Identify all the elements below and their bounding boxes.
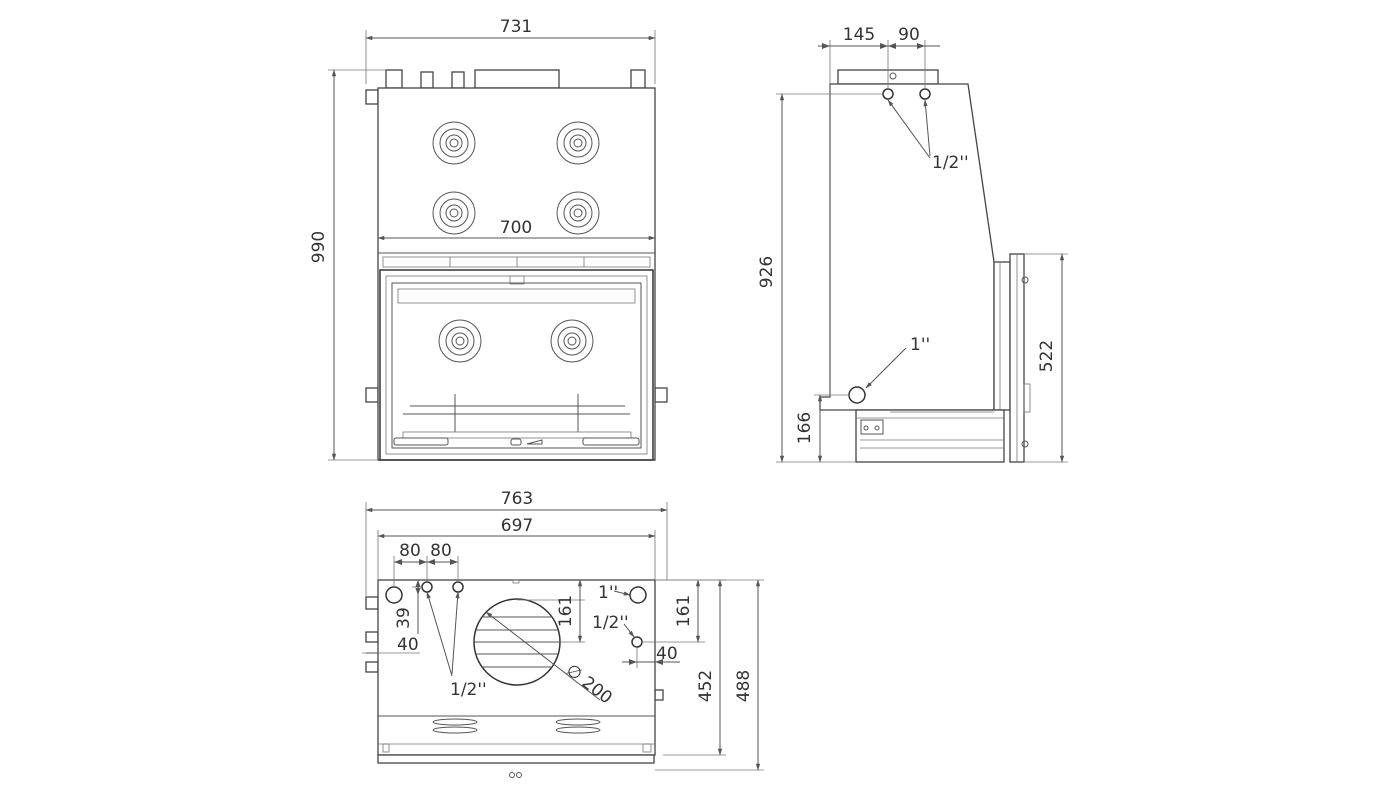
label-top-pipe-right-mid: 1/2'' — [592, 613, 629, 633]
exchanger-disc-icon — [438, 319, 482, 363]
dim-front-height: 990 — [309, 231, 329, 263]
dim-top-center-offset-left: 161 — [556, 595, 576, 627]
dim-side-top-offset: 145 — [843, 25, 875, 45]
exchanger-disc-icon — [550, 319, 594, 363]
side-view: 1/2'' 1'' 145 90 926 166 522 — [757, 25, 1068, 463]
label-top-pipe-right-top: 1'' — [598, 583, 618, 603]
exchanger-disc-icon — [432, 121, 476, 165]
exchanger-disc-icon — [556, 121, 600, 165]
dim-top-left-offset-1: 39 — [394, 607, 414, 629]
dim-side-body-height: 926 — [757, 256, 777, 288]
label-side-pipe-top: 1/2'' — [932, 153, 969, 173]
front-view: 731 990 700 — [309, 17, 668, 461]
exchanger-disc-icon — [556, 191, 600, 235]
dim-side-door-height: 522 — [1037, 340, 1057, 372]
exchanger-disc-icon — [432, 191, 476, 235]
top-view: 1/2'' 1'' 1/2'' ∅ 200 763 697 80 80 39 — [362, 489, 764, 778]
dim-front-width: 731 — [500, 17, 532, 37]
dim-side-base-height: 166 — [795, 412, 815, 444]
label-side-pipe-bottom: 1'' — [910, 335, 930, 355]
dim-top-left-offset-2: 40 — [397, 635, 419, 655]
dim-top-pipe-spacing-2: 80 — [430, 541, 452, 561]
dim-top-overall-width: 763 — [501, 489, 533, 509]
dim-top-pipe-spacing-1: 80 — [399, 541, 421, 561]
side-body — [819, 83, 995, 411]
dim-top-depth-1: 452 — [696, 670, 716, 702]
dim-top-center-offset-right: 161 — [674, 595, 694, 627]
pipe-outlet-icon — [919, 88, 931, 100]
dim-top-body-width: 697 — [501, 516, 533, 536]
dim-top-depth-2: 488 — [734, 670, 754, 702]
dim-front-inner-width: 700 — [500, 218, 532, 238]
front-body — [377, 87, 656, 461]
label-top-pipe-left: 1/2'' — [450, 680, 487, 700]
dim-top-right-offset: 40 — [656, 644, 678, 664]
dim-side-pipe-spacing: 90 — [898, 25, 920, 45]
